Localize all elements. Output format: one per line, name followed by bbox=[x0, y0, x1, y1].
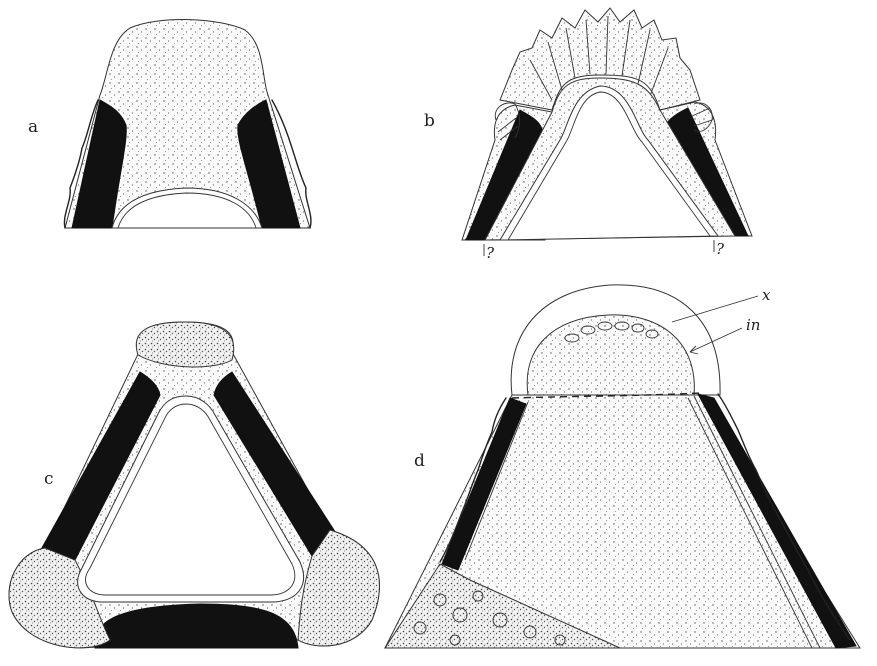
panel-c-label: c bbox=[44, 469, 54, 489]
panel-b-label: b bbox=[424, 111, 435, 131]
panel-b-marker-left: ? bbox=[486, 244, 495, 262]
panel-d-annotation-x: x bbox=[762, 286, 771, 304]
panel-d-annotation-in: in bbox=[746, 316, 760, 334]
panel-b: b ? bbox=[424, 8, 752, 262]
panel-a-label: a bbox=[28, 117, 38, 137]
panel-d-label: d bbox=[414, 451, 425, 471]
panel-c-apex bbox=[136, 322, 234, 367]
panel-c: c bbox=[9, 322, 379, 648]
panel-a: a bbox=[28, 20, 311, 228]
panel-d: d x in bbox=[385, 285, 860, 648]
panel-b-marker-right: ? bbox=[716, 240, 725, 258]
